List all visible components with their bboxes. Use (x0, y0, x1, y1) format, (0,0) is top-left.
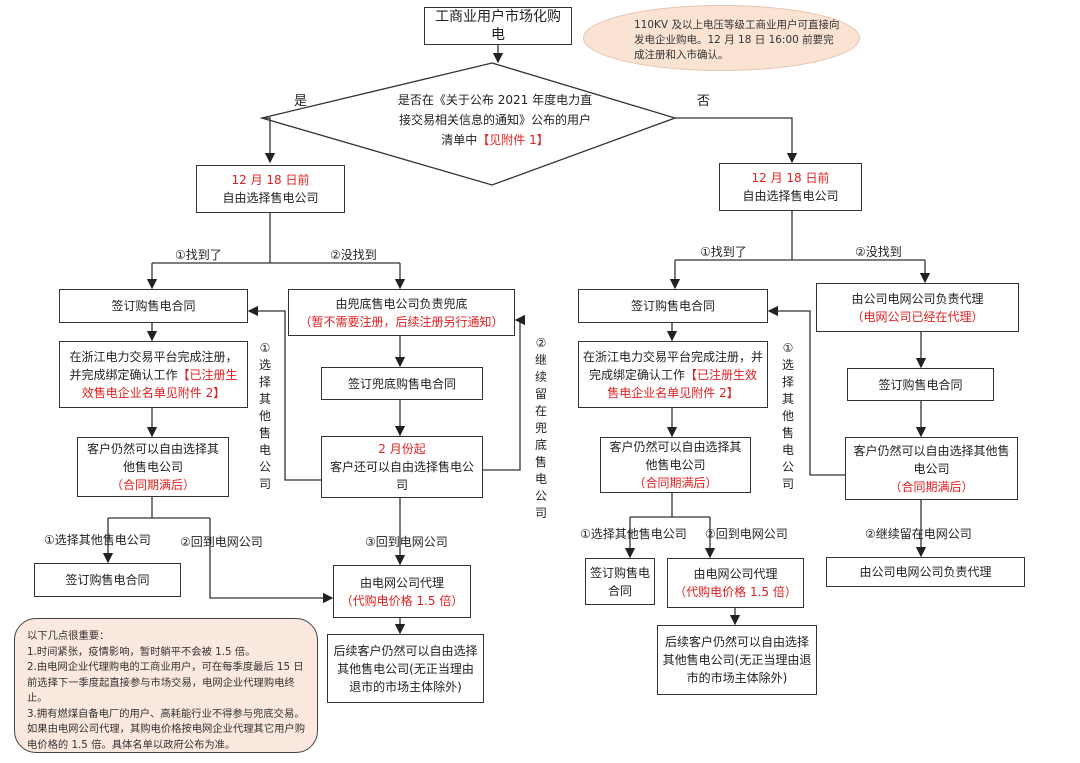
box-text: 签订购售电合同 (111, 299, 196, 313)
right-choose-other-label: ①选择其他售电公司 (580, 527, 687, 541)
box-text: 由电网公司代理 (693, 567, 778, 581)
box-text: 客户仍然可以自由选择其他售电公司 (86, 442, 219, 474)
decision-diamond (259, 62, 678, 186)
start-box: 工商业用户市场化购电 (424, 7, 572, 45)
back-grid-3-label: ③回到电网公司 (365, 535, 448, 549)
box-red-text: 【已注册生效售电企业名单见附件 2】 (81, 368, 238, 400)
left-later-box: 后续客户仍然可以自由选择其他售电公司(无正当理由退市的市场主体除外) (327, 634, 484, 703)
deadline-date: 12 月 18 日前 (751, 171, 830, 185)
right-free-choice-2-box: 客户仍然可以自由选择其他售电公司 （合同期满后） (845, 437, 1018, 500)
no-label: 否 (697, 94, 711, 109)
right-later-box: 后续客户仍然可以自由选择其他售电公司(无正当理由退市的市场主体除外) (657, 625, 817, 695)
right-not-found-label: ②没找到 (855, 245, 902, 259)
left-choose-other-label: ①选择其他售电公司 (44, 533, 151, 547)
box-red-text: （合同期满后） (889, 479, 974, 494)
right-loop-choose-other-label: ①选择其他售电公司 (781, 341, 794, 491)
box-text: 由公司电网公司负责代理 (859, 565, 992, 579)
left-sign-contract-box: 签订购售电合同 (59, 289, 248, 323)
right-free-choice-box: 客户仍然可以自由选择其他售电公司 （合同期满后） (600, 437, 751, 493)
from-feb-box: 2 月份起客户还可以自由选择售电公司 (321, 436, 483, 498)
right-register-box: 在浙江电力交易平台完成注册，并完成绑定确认工作【已注册生效售电企业名单见附件 2… (578, 341, 768, 408)
stay-grid-label: ②继续留在电网公司 (865, 527, 972, 541)
box-red-text: （暂不需要注册，后续注册另行通知） (299, 314, 504, 329)
box-text: 签订购售电合同 (878, 377, 963, 392)
right-deadline-box: 12 月 18 日前自由选择售电公司 (719, 163, 862, 211)
grid-proxy-2-box: 由公司电网公司负责代理 (826, 557, 1025, 587)
right-sign-contract-box: 签订购售电合同 (578, 289, 768, 323)
note-item: 2.由电网企业代理购电的工商业用户，可在每季度最后 15 日前选择下一季度起直接… (27, 661, 304, 704)
box-text: 后续客户仍然可以自由选择其他售电公司(无正当理由退市的市场主体除外) (662, 635, 812, 685)
left-free-choice-box: 客户仍然可以自由选择其他售电公司 （合同期满后） (77, 437, 229, 497)
voltage-note-text: 110KV 及以上电压等级工商业用户可直接向发电企业购电。12 月 18 日 1… (634, 19, 840, 61)
deadline-text: 自由选择售电公司 (222, 191, 319, 205)
right-grid-agent-box: 由电网公司代理 （代购电价格 1.5 倍） (667, 558, 804, 608)
box-red-text: 2 月份起 (378, 442, 426, 456)
box-text: 在浙江电力交易平台完成注册，并完成绑定确认工作 (583, 350, 764, 382)
voltage-note-ellipse: 110KV 及以上电压等级工商业用户可直接向发电企业购电。12 月 18 日 1… (583, 5, 860, 71)
box-text: 后续客户仍然可以自由选择其他售电公司(无正当理由退市的市场主体除外) (333, 643, 478, 694)
right-back-grid-label: ②回到电网公司 (705, 527, 788, 541)
decision-text: 是否在《关于公布 2021 年度电力直接交易相关信息的通知》公布的用户清单中【见… (395, 90, 595, 150)
left-register-box: 在浙江电力交易平台完成注册，并完成绑定确认工作【已注册生效售电企业名单见附件 2… (59, 341, 248, 408)
grid-proxy-box: 由公司电网公司负责代理 （电网公司已经在代理） (816, 283, 1019, 332)
box-red-text: （代购电价格 1.5 倍） (674, 585, 797, 599)
box-red-text: （电网公司已经在代理） (851, 309, 984, 324)
box-red-text: （合同期满后） (633, 476, 718, 490)
box-text: 客户仍然可以自由选择其他售电公司 (853, 443, 1010, 476)
deadline-text: 自由选择售电公司 (742, 189, 839, 203)
notes-heading: 以下几点很重要： (27, 630, 110, 642)
box-text: 客户还可以自由选择售电公司 (329, 460, 474, 492)
box-text: 由兜底售电公司负责兜底 (335, 296, 468, 311)
fallback-box: 由兜底售电公司负责兜底 （暂不需要注册，后续注册另行通知） (288, 289, 515, 336)
box-text: 在浙江电力交易平台完成注册，并完成绑定确认工作 (69, 350, 238, 382)
left-found-label: ①找到了 (175, 248, 222, 262)
box-text: 签订购售电合同 (65, 573, 150, 587)
box-text: 签订购售电合同 (630, 299, 715, 313)
box-text: 由电网公司代理 (359, 575, 444, 590)
decision-attachment: 【见附件 1】 (477, 133, 549, 147)
left-grid-agent-box: 由电网公司代理 （代购电价格 1.5 倍） (333, 565, 471, 618)
left-back-grid-label: ②回到电网公司 (180, 535, 263, 549)
yes-label: 是 (294, 94, 308, 109)
left-loop-choose-other-label: ①选择其他售电公司 (258, 341, 271, 491)
box-red-text: 【已注册生效售电企业名单见附件 2】 (607, 368, 758, 400)
important-notes: 以下几点很重要： 1.时间紧张，疫情影响，暂时躺平不会被 1.5 倍。 2.由电… (14, 618, 318, 753)
box-text: 签订兜底购售电合同 (347, 376, 456, 391)
sign-fallback-box: 签订兜底购售电合同 (321, 367, 483, 400)
box-text: 客户仍然可以自由选择其他售电公司 (609, 440, 742, 472)
left-deadline-box: 12 月 18 日前自由选择售电公司 (196, 165, 345, 213)
box-text: 由公司电网公司负责代理 (851, 291, 984, 306)
box-text: 签订购售电合同 (590, 565, 651, 598)
right-sign-contract-2-box: 签订购售电合同 (585, 558, 655, 605)
note-item: 3.拥有燃煤自备电厂的用户、高耗能行业不得参与兜底交易。如果由电网公司代理，其购… (27, 707, 306, 751)
left-loop-stay-label: ②继续留在兜底售电公司 (534, 336, 547, 520)
deadline-date: 12 月 18 日前 (231, 173, 310, 187)
note-item: 1.时间紧张，疫情影响，暂时躺平不会被 1.5 倍。 (27, 645, 256, 658)
right-found-label: ①找到了 (700, 245, 747, 259)
decision-question: 是否在《关于公布 2021 年度电力直接交易相关信息的通知》公布的用户清单中 (397, 93, 593, 147)
left-not-found-label: ②没找到 (330, 248, 377, 262)
box-red-text: （代购电价格 1.5 倍） (340, 593, 464, 608)
left-sign-contract-2-box: 签订购售电合同 (34, 563, 181, 597)
box-red-text: （合同期满后） (110, 478, 195, 492)
right-sign-contract-3-box: 签订购售电合同 (847, 368, 994, 401)
start-text: 工商业用户市场化购电 (435, 9, 561, 43)
